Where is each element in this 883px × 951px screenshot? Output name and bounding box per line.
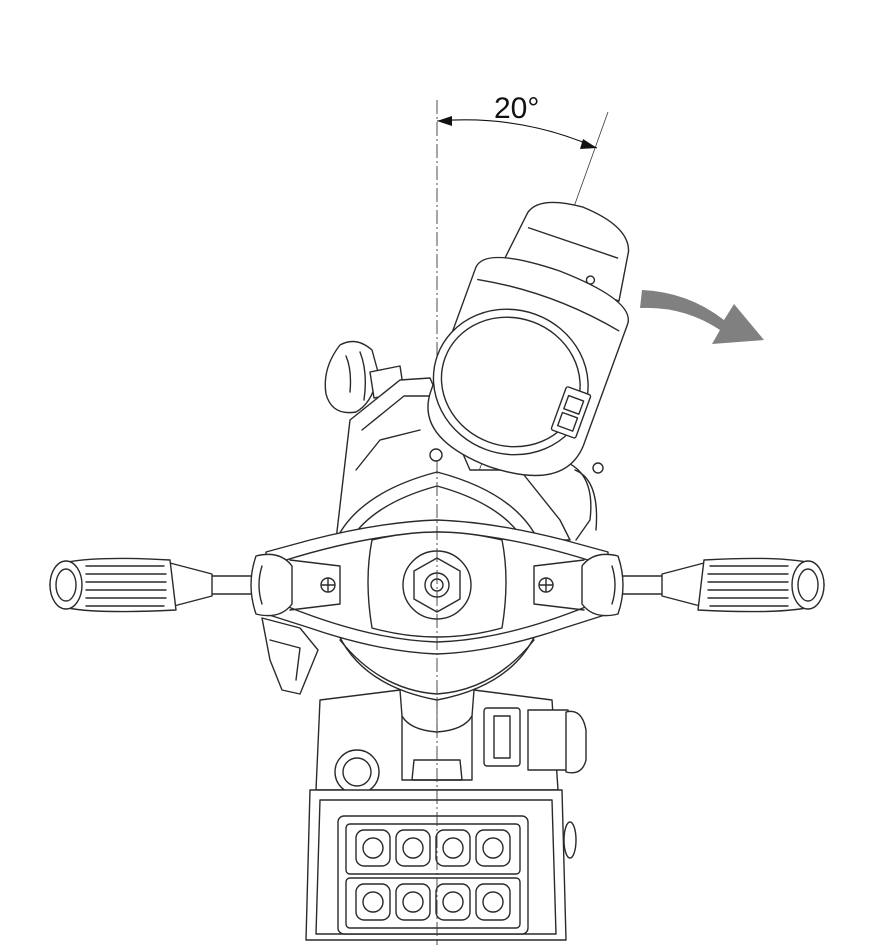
angle-label: 20°	[494, 92, 539, 125]
rear-lock-knob	[324, 340, 405, 414]
angle-dimension: 20°	[436, 92, 598, 149]
left-pan-handle	[49, 553, 293, 617]
led-row-top	[355, 829, 511, 867]
right-pan-handle	[581, 553, 825, 617]
curved-arrow-right-icon	[640, 290, 764, 344]
led-row-bottom	[355, 883, 511, 921]
base-saddle	[315, 689, 587, 795]
left-clamp-bracket	[261, 617, 319, 695]
tilted-head-cylinder	[427, 201, 630, 477]
